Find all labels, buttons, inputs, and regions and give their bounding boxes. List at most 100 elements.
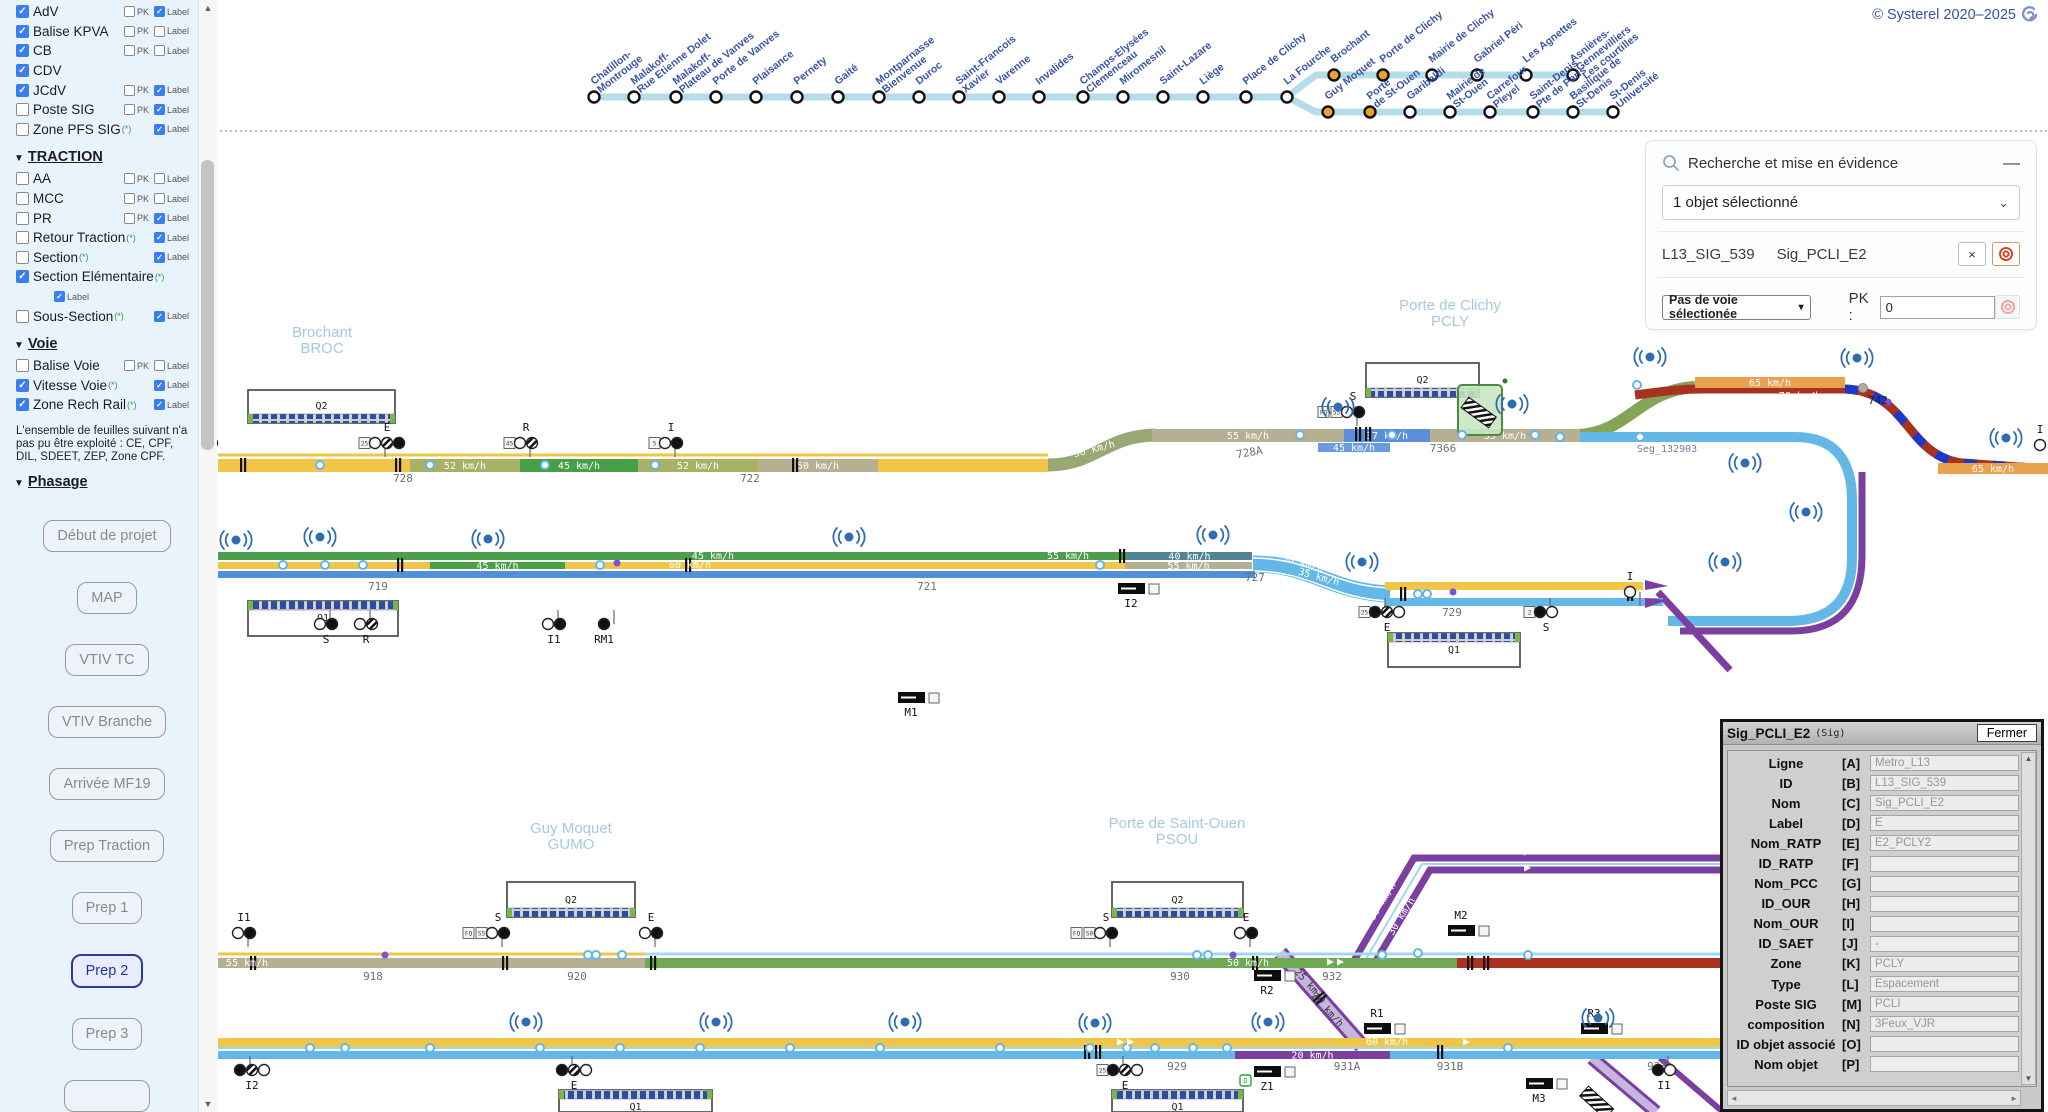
platform-Q1[interactable]: Q1: [1387, 632, 1521, 668]
machine-R2[interactable]: R2: [1254, 970, 1296, 997]
antenna-icon[interactable]: [1196, 525, 1230, 545]
speed-segment-45 km/h[interactable]: [1318, 443, 1390, 452]
label-checkbox[interactable]: ✓: [153, 251, 165, 263]
layer-checkbox-PR[interactable]: [16, 211, 29, 225]
property-value-input[interactable]: [1870, 1036, 2019, 1053]
label-checkbox[interactable]: ✓: [153, 379, 165, 391]
label-checkbox[interactable]: ✓: [153, 212, 165, 224]
selected-object-row[interactable]: L13_SIG_539 Sig_PCLI_E2 ×: [1662, 242, 2020, 266]
metro-station-Plaisance[interactable]: [749, 90, 763, 104]
metro-station-Montparnasse Bienvenue[interactable]: [872, 90, 886, 104]
machine-R1[interactable]: R1: [1364, 1007, 1406, 1035]
phase-button-prep-2[interactable]: Prep 2: [70, 954, 144, 989]
speed-segment-65 km/h[interactable]: [1938, 463, 2048, 474]
metro-station-Basilique de St-Denis[interactable]: [1566, 105, 1580, 119]
group-header-voie[interactable]: ▼Voie: [14, 335, 58, 352]
speed-segment-45 km/h[interactable]: [520, 459, 638, 472]
metro-station-Champs-Elysées Clemenceau[interactable]: [1076, 90, 1090, 104]
signal-I1[interactable]: I1: [1651, 1056, 1677, 1092]
property-value-input[interactable]: Espacement: [1870, 976, 2019, 993]
scrollbar-thumb[interactable]: [201, 160, 214, 450]
pk-checkbox[interactable]: [123, 104, 135, 116]
signal-I1[interactable]: I1: [231, 911, 257, 947]
collapse-panel-button[interactable]: —: [2003, 153, 2020, 172]
speed-segment-45 km/h[interactable]: [430, 562, 565, 569]
metro-station-Chatillon- Montrouge[interactable]: [587, 90, 601, 104]
speed-segment[interactable]: [878, 459, 1048, 472]
machine-M2[interactable]: M2: [1448, 909, 1490, 937]
signal-I[interactable]: 5I: [648, 421, 684, 457]
speed-segment[interactable]: [218, 459, 410, 472]
label-checkbox[interactable]: ✓: [153, 84, 165, 96]
signal-E[interactable]: E: [638, 911, 664, 947]
antenna-icon[interactable]: [509, 1012, 543, 1032]
speed-segment[interactable]: [1385, 598, 1663, 606]
layer-checkbox-JCdV[interactable]: ✓: [16, 83, 29, 97]
metro-station-Brochant[interactable]: [1327, 68, 1341, 82]
speed-segment-55 km/h[interactable]: [1125, 562, 1252, 569]
phase-button-partial[interactable]: [64, 1080, 150, 1112]
antenna-icon[interactable]: [832, 527, 866, 547]
label-checkbox[interactable]: ✓: [153, 310, 165, 322]
machine-I2[interactable]: I2: [1118, 583, 1160, 610]
phase-button-arrivée-mf19[interactable]: Arrivée MF19: [49, 768, 165, 801]
speed-segment[interactable]: [645, 958, 1457, 968]
metro-station-Invalides[interactable]: [1032, 90, 1046, 104]
speed-segment[interactable]: [1385, 582, 1643, 590]
metro-station-St-Denis Université[interactable]: [1606, 105, 1620, 119]
phase-button-vtiv-branche[interactable]: VTIV Branche: [47, 706, 167, 739]
phase-button-prep-1[interactable]: Prep 1: [71, 892, 143, 925]
machine-M1[interactable]: M1: [898, 692, 940, 719]
antenna-icon[interactable]: [471, 529, 505, 549]
selection-count-dropdown[interactable]: 1 objet sélectionné ⌄: [1662, 185, 2020, 220]
antenna-icon[interactable]: [1581, 1008, 1615, 1028]
scroll-down-icon[interactable]: ▼: [2024, 1074, 2033, 1083]
layer-checkbox-Zone PFS SIG[interactable]: [16, 122, 29, 136]
signal-E[interactable]: E: [555, 1056, 593, 1092]
metro-station-Duroc[interactable]: [912, 90, 926, 104]
property-value-input[interactable]: E: [1870, 815, 2019, 832]
signal-S[interactable]: 2S: [1523, 598, 1559, 634]
pk-checkbox[interactable]: [123, 193, 135, 205]
speed-segment[interactable]: [1457, 958, 1723, 968]
metro-station-Gaité[interactable]: [831, 90, 845, 104]
pk-checkbox[interactable]: [123, 6, 135, 18]
layer-checkbox-CDV[interactable]: ✓: [16, 64, 29, 78]
metro-station-Porte de Vanves[interactable]: [709, 90, 723, 104]
metro-station-Carrefour Pleyel[interactable]: [1483, 105, 1497, 119]
metro-station-Miromesnil[interactable]: [1116, 90, 1130, 104]
metro-station-Liège[interactable]: [1196, 90, 1210, 104]
property-value-input[interactable]: E2_PCLY2: [1870, 835, 2019, 852]
signal-E[interactable]: 25E: [358, 421, 406, 457]
speed-segment[interactable]: [218, 1051, 1723, 1059]
layer-checkbox-Vitesse Voie[interactable]: ✓: [16, 378, 29, 392]
phase-button-prep-3[interactable]: Prep 3: [71, 1018, 143, 1051]
property-value-input[interactable]: Metro_L13: [1870, 755, 2019, 772]
layer-checkbox-Zone Rech Rail[interactable]: ✓: [16, 398, 29, 412]
speed-segment-52 km/h[interactable]: [638, 459, 758, 472]
speed-segment-50 km/h[interactable]: [758, 459, 878, 472]
sidebar-scrollbar[interactable]: ▲ ▼: [198, 0, 217, 1112]
label-checkbox[interactable]: [153, 25, 165, 37]
antennas-layer[interactable]: [219, 347, 2023, 1033]
layer-checkbox-Poste SIG[interactable]: [16, 103, 29, 117]
antenna-icon[interactable]: [699, 1012, 733, 1032]
speed-segment[interactable]: [218, 552, 1127, 560]
layer-checkbox-Sous-Section[interactable]: [16, 309, 29, 323]
locate-object-button[interactable]: [1992, 242, 2020, 266]
scroll-up-icon[interactable]: ▲: [203, 3, 213, 13]
antenna-icon[interactable]: [303, 527, 337, 547]
antenna-icon[interactable]: [1078, 1013, 1112, 1033]
antenna-icon[interactable]: [888, 1012, 922, 1032]
antenna-icon[interactable]: [1495, 394, 1529, 414]
antenna-icon[interactable]: [1633, 347, 1667, 367]
label-checkbox[interactable]: ✓: [54, 291, 65, 303]
antenna-icon[interactable]: [1728, 453, 1762, 473]
group-header-traction[interactable]: ▼TRACTION: [14, 149, 103, 166]
antenna-icon[interactable]: [1251, 1012, 1285, 1032]
phase-button-vtiv-tc[interactable]: VTIV TC: [65, 644, 149, 677]
